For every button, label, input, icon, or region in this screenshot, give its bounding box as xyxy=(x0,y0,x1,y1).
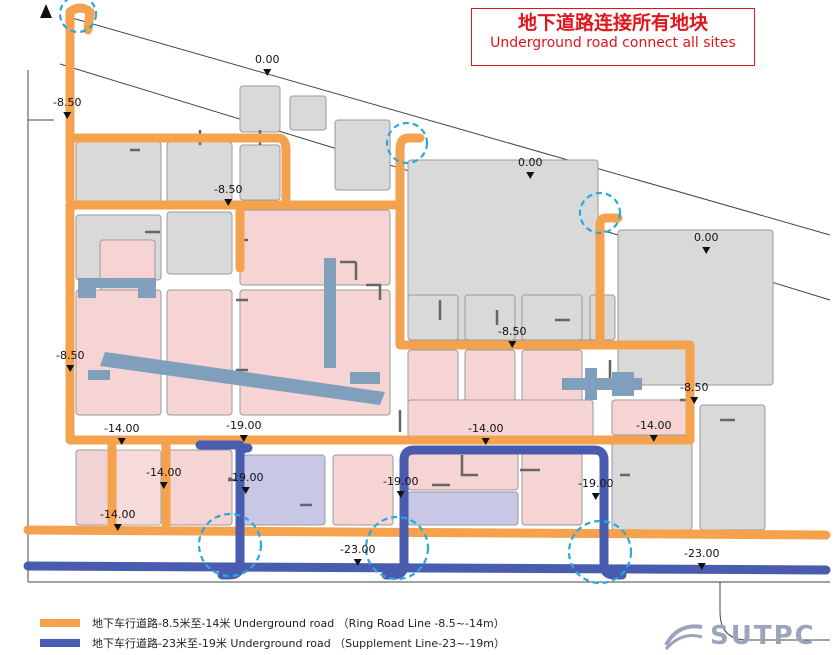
elevation-marker-icon xyxy=(396,491,405,498)
legend-label-ring-road: 地下车行道路-8.5米至-14米 Underground road （Ring … xyxy=(92,617,505,630)
block xyxy=(239,144,281,201)
elevation-label: -19.00 xyxy=(578,477,613,490)
connection-circle xyxy=(197,512,263,578)
block xyxy=(75,289,162,416)
block xyxy=(464,294,516,341)
elevation-label: -8.50 xyxy=(53,96,81,109)
logo-text: SUTPC xyxy=(710,621,816,651)
elevation-label: -19.00 xyxy=(226,419,261,432)
connection-circle xyxy=(385,121,429,165)
elevation-marker-icon xyxy=(239,435,248,442)
elevation-marker-icon xyxy=(649,435,658,442)
legend-label-supplement-road: 地下车行道路-23米至-19米 Underground road （Supple… xyxy=(92,637,505,650)
block xyxy=(239,209,391,286)
sutpc-logo-icon xyxy=(664,624,703,651)
connection-circle xyxy=(578,191,622,235)
elevation-label: 0.00 xyxy=(694,231,719,244)
elevation-label: 0.00 xyxy=(255,53,280,66)
elevation-marker-icon xyxy=(702,247,711,254)
supplement-road xyxy=(23,440,831,580)
block xyxy=(75,141,162,203)
block xyxy=(334,119,391,191)
elevation-label: -14.00 xyxy=(468,422,503,435)
elevation-label: -14.00 xyxy=(104,422,139,435)
connection-circle xyxy=(58,0,98,34)
elevation-label: -8.50 xyxy=(680,381,708,394)
block xyxy=(617,229,774,386)
elevation-label: -8.50 xyxy=(56,349,84,362)
connection-circle xyxy=(364,515,430,581)
elevation-marker-icon xyxy=(353,559,362,566)
block xyxy=(407,294,459,341)
elevation-marker-icon xyxy=(526,172,535,179)
elevation-label: -23.00 xyxy=(684,547,719,560)
elevation-marker-icon xyxy=(508,341,517,348)
elevation-marker-icon xyxy=(66,365,75,372)
block xyxy=(166,211,233,275)
elevation-marker-icon xyxy=(63,112,72,119)
block xyxy=(699,404,766,531)
block xyxy=(407,491,519,526)
connection-circles xyxy=(58,0,633,585)
elevation-marker-icon xyxy=(241,487,250,494)
legend-swatch-supplement-road xyxy=(40,639,80,647)
elevation-marker-icon xyxy=(159,482,168,489)
block xyxy=(521,294,583,341)
elevation-label: -19.00 xyxy=(383,475,418,488)
elevation-marker-icon xyxy=(117,438,126,445)
elevation-marker-icon xyxy=(481,438,490,445)
title-english: Underground road connect all sites xyxy=(490,35,736,51)
elevation-marker-icon xyxy=(224,199,233,206)
elevation-label: -8.50 xyxy=(498,325,526,338)
elevation-marker-icon xyxy=(113,524,122,531)
elevation-label: -19.00 xyxy=(228,471,263,484)
title-box: 地下道路连接所有地块 Underground road connect all … xyxy=(471,8,755,66)
elevation-label: 0.00 xyxy=(518,156,543,169)
elevation-label: -14.00 xyxy=(100,508,135,521)
elevation-markers xyxy=(63,69,711,570)
elevation-label: -23.00 xyxy=(340,543,375,556)
block xyxy=(166,449,233,526)
block xyxy=(239,85,281,133)
block xyxy=(166,289,233,416)
elevation-marker-icon xyxy=(591,493,600,500)
block xyxy=(611,439,693,531)
legend-swatch-ring-road xyxy=(40,619,80,627)
block xyxy=(332,454,394,526)
title-chinese: 地下道路连接所有地块 xyxy=(517,12,708,34)
north-arrow-icon xyxy=(40,4,52,18)
elevation-label: -14.00 xyxy=(146,466,181,479)
elevation-marker-icon xyxy=(263,69,272,76)
metro-station xyxy=(78,258,642,405)
elevation-labels: 0.00 0.00 0.00 -8.50 -8.50 -8.50 -8.50 -… xyxy=(53,53,719,560)
legend-ring-road: 地下车行道路-8.5米至-14米 Underground road （Ring … xyxy=(40,615,505,631)
elevation-label: -14.00 xyxy=(636,419,671,432)
legend-supplement-road: 地下车行道路-23米至-19米 Underground road （Supple… xyxy=(40,635,505,651)
elevation-marker-icon xyxy=(690,397,699,404)
sutpc-logo: SUTPC xyxy=(664,620,834,652)
elevation-label: -8.50 xyxy=(214,183,242,196)
block xyxy=(289,95,327,131)
block xyxy=(521,449,583,526)
elevation-marker-icon xyxy=(697,563,706,570)
block xyxy=(239,454,326,526)
connection-circle xyxy=(567,519,633,585)
